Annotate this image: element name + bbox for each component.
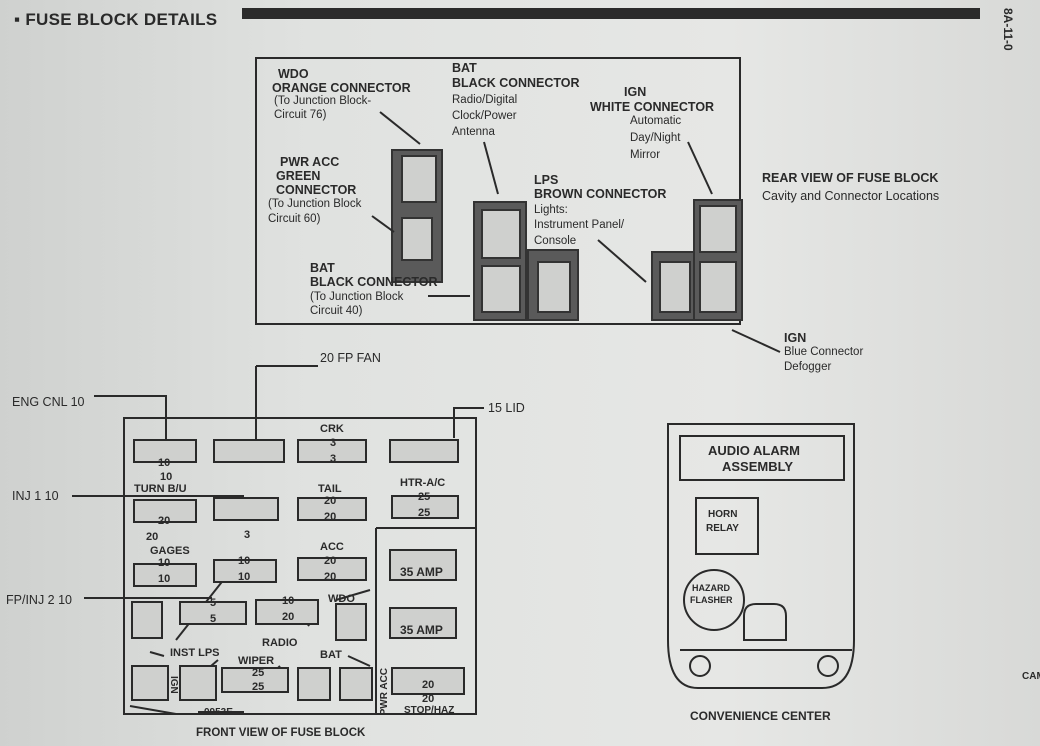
eng-fuse-value: 10 <box>158 457 171 469</box>
amp-label-1: 35 AMP <box>400 565 443 579</box>
eng-cnl-callout: ENG CNL 10 <box>12 395 85 409</box>
tail-value-1: 20 <box>324 495 337 507</box>
wdo-label: WDO <box>278 67 309 81</box>
tail-value-2: 20 <box>324 511 337 523</box>
rear-view-title: REAR VIEW OF FUSE BLOCK <box>762 171 939 185</box>
convenience-center-caption: CONVENIENCE CENTER <box>690 709 831 723</box>
radio-label: RADIO <box>262 637 298 649</box>
pwr-acc-fuse-label: PWR ACC <box>379 668 390 716</box>
wiper-value-1: 25 <box>252 667 265 679</box>
htr-value-1: 25 <box>418 491 431 503</box>
pwr-acc-connector: CONNECTOR <box>276 183 357 197</box>
wiper-value-2: 25 <box>252 681 265 693</box>
bat-bottom-connector: BLACK CONNECTOR <box>310 275 438 289</box>
rear-view-frame <box>255 57 741 325</box>
pwr-acc-green: GREEN <box>276 169 321 183</box>
stop-value-1: 20 <box>422 679 435 691</box>
pwr-acc-note-1: (To Junction Block <box>268 198 362 210</box>
fp-value-2: 5 <box>210 613 217 625</box>
wdo-connector-label: ORANGE CONNECTOR <box>272 81 411 95</box>
horn-label: HORN <box>708 509 738 520</box>
front-view-caption: FRONT VIEW OF FUSE BLOCK <box>196 727 366 739</box>
radio-value-1: 10 <box>282 595 295 607</box>
acc-label: ACC <box>320 541 344 553</box>
audio-assembly-label: ASSEMBLY <box>722 459 794 474</box>
fp-value-1: 5 <box>210 597 217 609</box>
lps-label: LPS <box>534 173 559 187</box>
ign-blue-note-2: Defogger <box>784 361 832 373</box>
bat-top-connector: BLACK CONNECTOR <box>452 76 580 90</box>
bat-fuse-label: BAT <box>320 649 342 661</box>
fuse-block-details-title: ▪ FUSE BLOCK DETAILS <box>14 10 218 29</box>
ign-blue-label: IGN <box>784 331 807 345</box>
amp-label-2: 35 AMP <box>400 623 443 637</box>
pwr-acc-label: PWR ACC <box>280 155 340 169</box>
fuse-value-10a: 10 <box>238 555 251 567</box>
wiper-label: WIPER <box>238 655 275 667</box>
header-rule <box>242 8 980 19</box>
square-bullet-icon: ▪ <box>14 10 21 29</box>
turn-value: 20 <box>158 515 171 527</box>
radio-value-2: 20 <box>282 611 295 623</box>
bat-top-note-2: Clock/Power <box>452 110 517 122</box>
page-edge-text: CAMA <box>1022 671 1040 682</box>
ign-white-connector: WHITE CONNECTOR <box>590 100 715 114</box>
crk-value-2: 3 <box>330 453 337 465</box>
gages-value-1: 10 <box>158 557 171 569</box>
lps-connector: BROWN CONNECTOR <box>534 187 667 201</box>
wdo-note-2: Circuit 76) <box>274 109 327 121</box>
inj-small-value: 3 <box>244 529 251 541</box>
flasher-label: FLASHER <box>690 595 733 605</box>
audio-alarm-label: AUDIO ALARM <box>708 443 800 458</box>
ign-white-note-1: Automatic <box>630 115 682 127</box>
eng-fuse-value-2: 10 <box>160 471 173 483</box>
bat-top-note-3: Antenna <box>452 126 495 138</box>
crk-value-1: 3 <box>330 437 337 449</box>
lps-note-2: Instrument Panel/ <box>534 219 625 231</box>
htr-value-2: 25 <box>418 507 431 519</box>
acc-value-1: 20 <box>324 555 337 567</box>
fp-inj2-callout: FP/INJ 2 10 <box>6 593 72 607</box>
wdo-fuse-label: WDO <box>328 593 355 605</box>
lps-note-1: Lights: <box>534 204 568 216</box>
relay-label: RELAY <box>706 523 739 534</box>
ign-white-note-3: Mirror <box>630 149 661 161</box>
bat-top-label: BAT <box>452 61 477 75</box>
lps-note-3: Console <box>534 235 577 247</box>
diagram-code: 0953E <box>204 707 233 718</box>
lid-callout: 15 LID <box>488 401 525 415</box>
ign-white-note-2: Day/Night <box>630 132 681 144</box>
acc-value-2: 20 <box>324 571 337 583</box>
wdo-note: (To Junction Block- <box>274 95 372 107</box>
htr-label: HTR-A/C <box>400 477 446 489</box>
ign-fuse-label: IGN <box>168 676 179 694</box>
tail-label: TAIL <box>318 483 342 495</box>
bat-bottom-label: BAT <box>310 261 335 275</box>
ign-white-label: IGN <box>624 85 647 99</box>
turn-label: TURN B/U <box>134 483 187 495</box>
bat-top-note-1: Radio/Digital <box>452 94 518 106</box>
page-reference: 8A-11-0 <box>1001 8 1015 51</box>
gages-value-top: 20 <box>146 531 159 543</box>
stop-haz-label: STOP/HAZ <box>404 705 455 716</box>
fuse-value-10b: 10 <box>238 571 251 583</box>
gages-value-2: 10 <box>158 573 171 585</box>
rear-view-subtitle: Cavity and Connector Locations <box>762 189 940 203</box>
ign-blue-note-1: Blue Connector <box>784 346 864 358</box>
fp-fan-callout: 20 FP FAN <box>320 351 381 365</box>
gages-label: GAGES <box>150 545 190 557</box>
bat-bottom-note-1: (To Junction Block <box>310 291 404 303</box>
inj1-callout: INJ 1 10 <box>12 489 59 503</box>
stop-value-2: 20 <box>422 693 435 705</box>
inst-lps-label: INST LPS <box>170 647 220 659</box>
bat-bottom-note-2: Circuit 40) <box>310 305 363 317</box>
crk-label: CRK <box>320 423 344 435</box>
pwr-acc-note-2: Circuit 60) <box>268 213 321 225</box>
hazard-label: HAZARD <box>692 583 730 593</box>
